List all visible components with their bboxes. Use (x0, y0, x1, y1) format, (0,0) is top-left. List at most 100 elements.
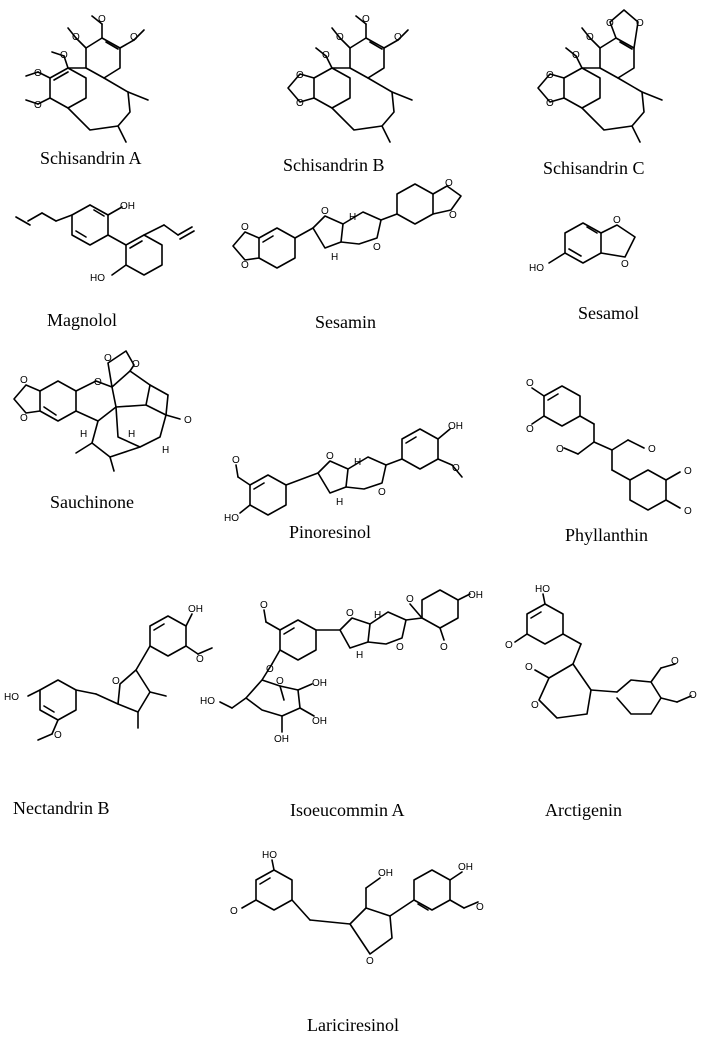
atom-h: H (354, 457, 361, 468)
atom-o: O (94, 377, 102, 388)
atom-o: O (72, 32, 80, 43)
atom-o: O (362, 14, 370, 25)
atom-ho: HO (200, 696, 215, 707)
compound-label: Sauchinone (50, 492, 134, 512)
compound-label: Sesamin (315, 312, 376, 332)
structure-sesamin: O O H H O O O O (232, 178, 462, 271)
atom-o: O (505, 640, 513, 651)
atom-ho: HO (4, 692, 19, 703)
atom-o: O (373, 242, 381, 253)
atom-o: O (326, 451, 334, 462)
compound-label: Phyllanthin (565, 525, 649, 545)
atom-o: O (636, 18, 644, 29)
structure-schisandrin-c: O O O O O O (537, 9, 663, 143)
atom-oh: OH (378, 868, 393, 879)
atom-o: O (396, 642, 404, 653)
atom-ho: HO (262, 850, 277, 861)
compound-label: Schisandrin B (283, 155, 385, 175)
compound-label: Nectandrin B (13, 798, 110, 818)
structure-schisandrin-b: O O O O O O (287, 14, 413, 143)
structure-sauchinone: O O O O O O H H H (13, 350, 192, 472)
atom-o: O (98, 14, 106, 25)
atom-o: O (260, 600, 268, 611)
atom-o: O (526, 378, 534, 389)
compound-label: Isoeucommin A (290, 800, 405, 820)
atom-o: O (232, 455, 240, 466)
atom-o: O (20, 375, 28, 386)
atom-o: O (34, 68, 42, 79)
compound-label: Arctigenin (545, 800, 622, 820)
atom-o: O (406, 594, 414, 605)
atom-o: O (346, 608, 354, 619)
compound-label: Schisandrin C (543, 158, 645, 178)
structure-nectandrin-b: OH O O HO O (4, 604, 213, 741)
atom-o: O (546, 70, 554, 81)
atom-o: O (445, 178, 453, 189)
atom-o: O (556, 444, 564, 455)
atom-o: O (184, 415, 192, 426)
atom-oh: OH (274, 734, 289, 745)
atom-oh: OH (448, 421, 463, 432)
atom-o: O (684, 466, 692, 477)
structure-lariciresinol: HO O OH O OH O (230, 850, 484, 967)
atom-o: O (684, 506, 692, 517)
atom-o: O (321, 206, 329, 217)
compound-label: Magnolol (47, 310, 117, 330)
compound-label: Lariciresinol (307, 1015, 399, 1035)
compound-label: Pinoresinol (289, 522, 372, 542)
atom-o: O (266, 664, 274, 675)
structure-arctigenin: HO O O O O O (505, 584, 697, 719)
atom-o: O (296, 98, 304, 109)
atom-o: O (104, 353, 112, 364)
atom-o: O (526, 424, 534, 435)
atom-oh: OH (312, 678, 327, 689)
compound-label: Sesamol (578, 303, 639, 323)
structure-sesamol: O O HO (529, 215, 636, 274)
atom-o: O (648, 444, 656, 455)
atom-o: O (241, 260, 249, 271)
atom-h: H (80, 429, 87, 440)
atom-o: O (241, 222, 249, 233)
atom-o: O (378, 487, 386, 498)
atom-h: H (349, 212, 356, 223)
atom-ho: HO (224, 513, 239, 524)
atom-o: O (112, 676, 120, 687)
atom-h: H (356, 650, 363, 661)
atom-o: O (276, 676, 284, 687)
atom-o: O (394, 32, 402, 43)
atom-o: O (452, 463, 460, 474)
atom-oh: OH (188, 604, 203, 615)
atom-o: O (449, 210, 457, 221)
atom-ho: HO (529, 263, 544, 274)
atom-o: O (476, 902, 484, 913)
atom-o: O (546, 98, 554, 109)
atom-o: O (572, 50, 580, 61)
atom-o: O (54, 730, 62, 741)
atom-o: O (525, 662, 533, 673)
atom-oh: OH (458, 862, 473, 873)
atom-o: O (606, 18, 614, 29)
atom-o: O (671, 656, 679, 667)
atom-o: O (440, 642, 448, 653)
atom-o: O (130, 32, 138, 43)
atom-o: O (322, 50, 330, 61)
structure-phyllanthin: O O O O O O (526, 378, 692, 517)
atom-h: H (128, 429, 135, 440)
structure-isoeucommin-a: O O O O H H OH O O O OH OH OH HO (200, 589, 483, 745)
structure-pinoresinol: O O H H O HO OH O (224, 421, 463, 524)
atom-h: H (331, 252, 338, 263)
atom-oh: OH (468, 590, 483, 601)
atom-o: O (621, 259, 629, 270)
atom-h: H (336, 497, 343, 508)
atom-oh: OH (120, 201, 135, 212)
structure-schisandrin-a: O O O O O O (25, 14, 149, 143)
atom-oh: OH (312, 716, 327, 727)
atom-o: O (60, 50, 68, 61)
atom-o: O (132, 359, 140, 370)
atom-o: O (613, 215, 621, 226)
atom-o: O (586, 32, 594, 43)
atom-o: O (296, 70, 304, 81)
atom-o: O (230, 906, 238, 917)
atom-o: O (196, 654, 204, 665)
atom-h: H (162, 445, 169, 456)
